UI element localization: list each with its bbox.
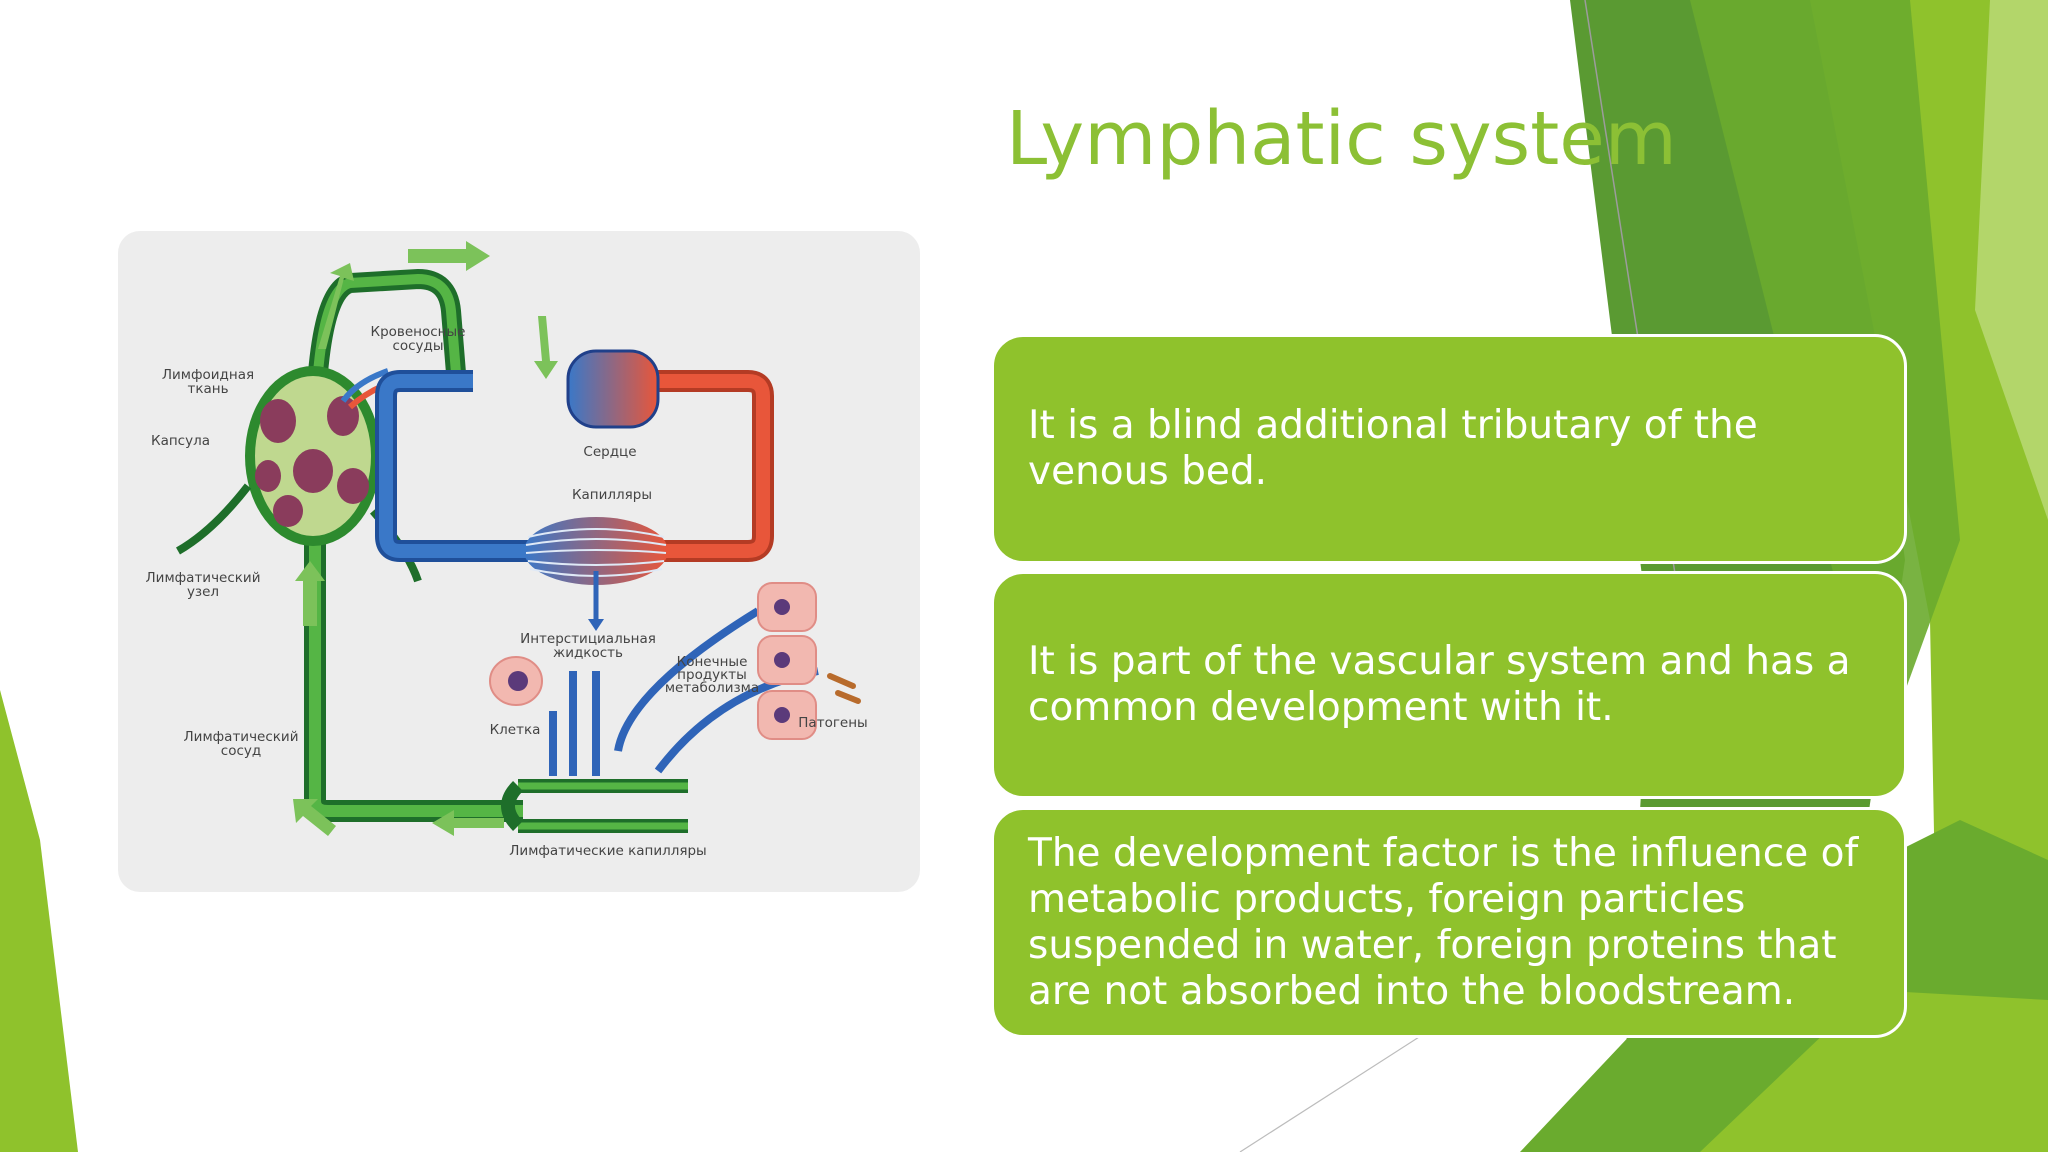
bullet-box-3: The development factor is the influence … (991, 807, 1907, 1038)
label-cell: Клетка (490, 722, 541, 738)
label-heart: Сердце (583, 444, 636, 460)
label-pathogens: Патогены (798, 715, 867, 731)
label-capsule: Капсула (151, 433, 210, 449)
label-capillaries: Капилляры (572, 487, 652, 503)
bullet-text-3: The development factor is the influence … (1028, 830, 1859, 1014)
bullet-text-1: It is a blind additional tributary of th… (1028, 403, 1758, 494)
label-lymph-capillaries: Лимфатические капилляры (509, 843, 706, 859)
slide-title: Lymphatic system (1006, 96, 1677, 182)
bullet-box-1: It is a blind additional tributary of th… (991, 334, 1907, 564)
bullet-text-2: It is part of the vascular system and ha… (1028, 639, 1851, 730)
bullet-box-2: It is part of the vascular system and ha… (991, 571, 1907, 799)
